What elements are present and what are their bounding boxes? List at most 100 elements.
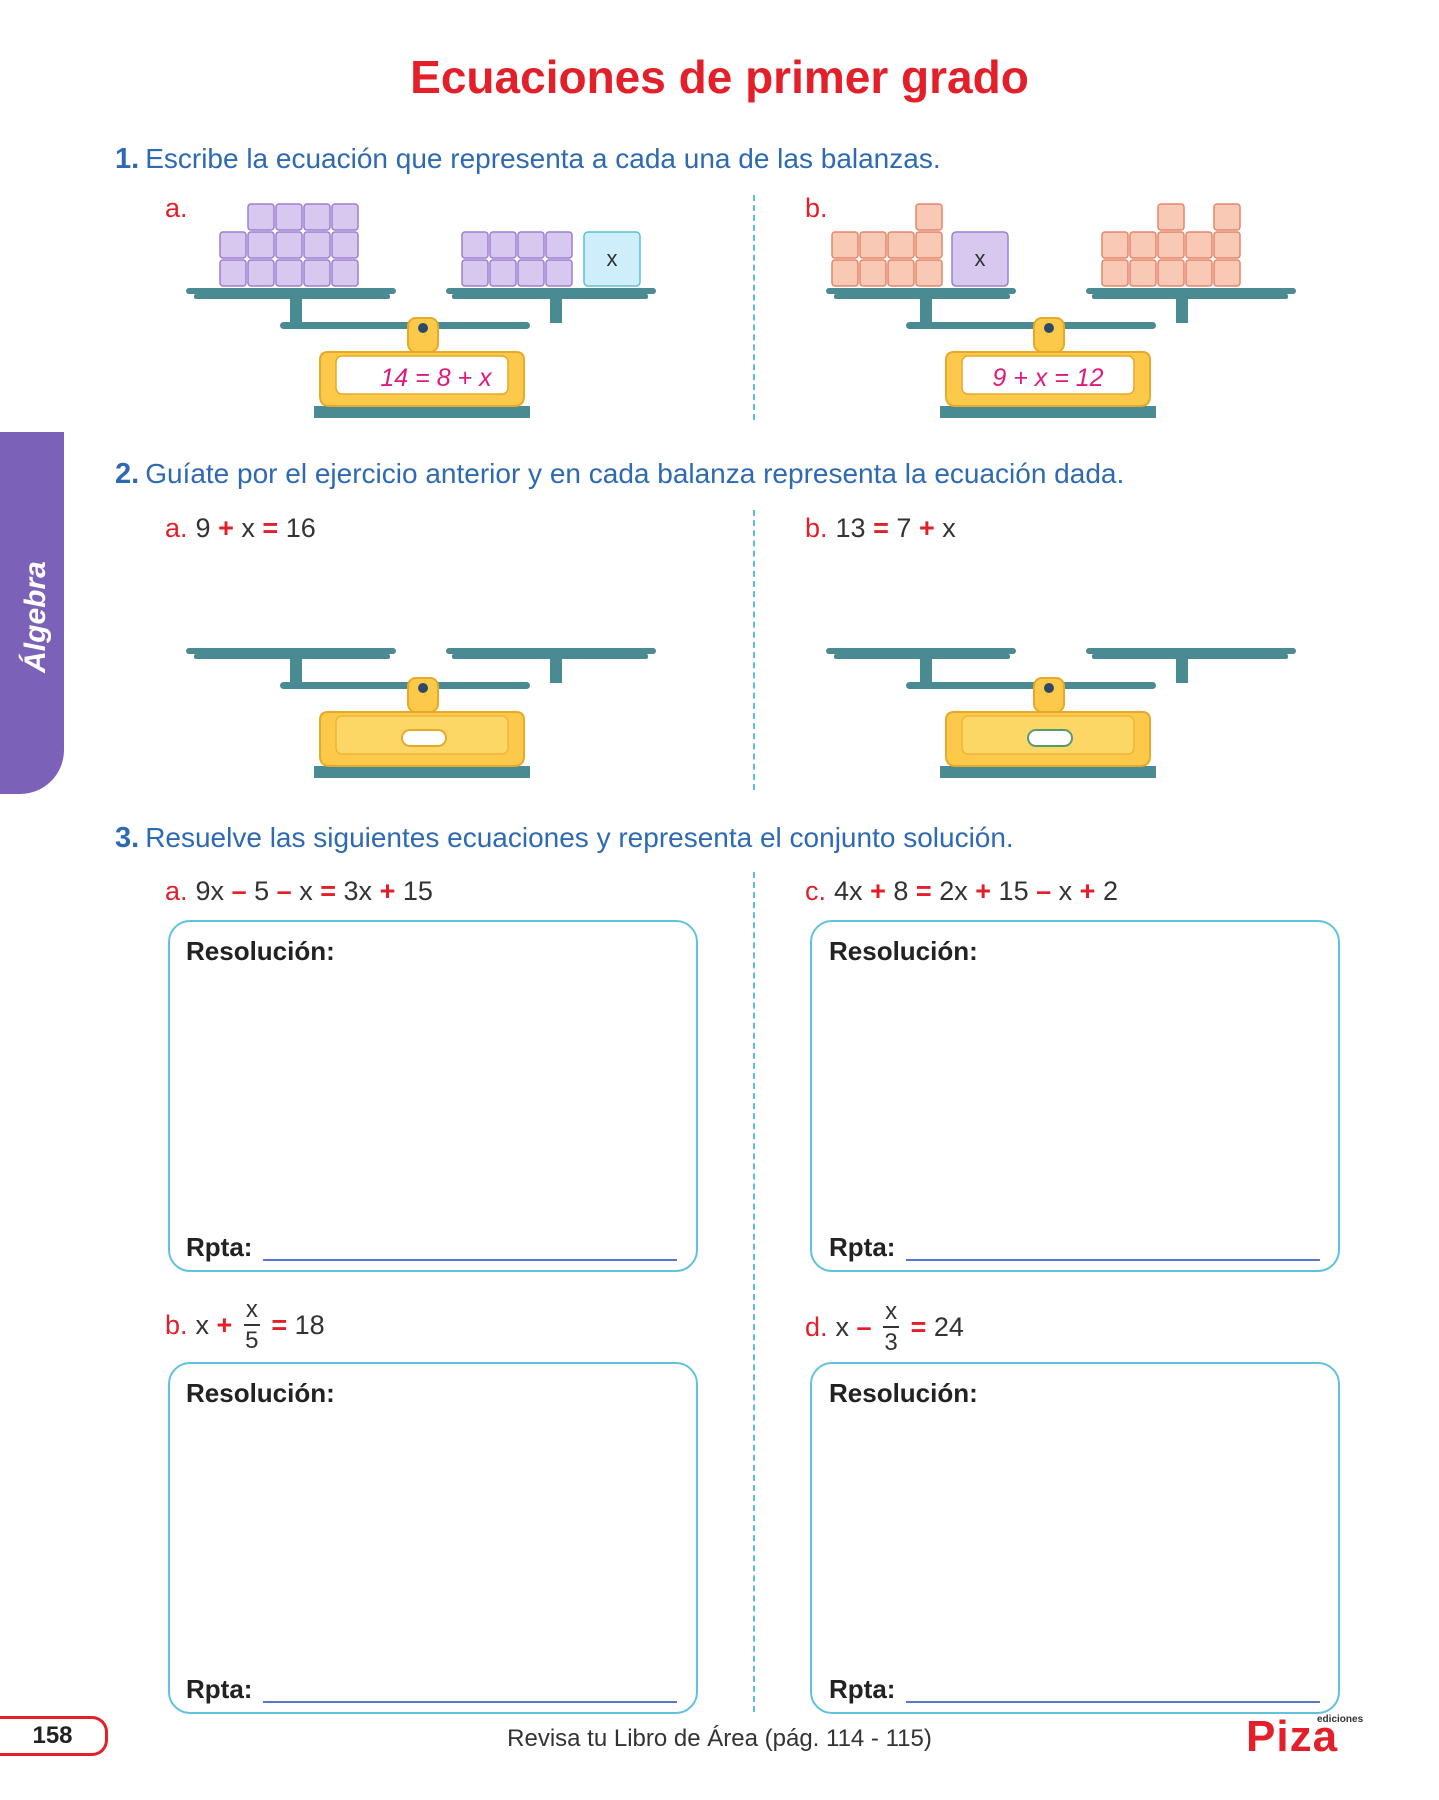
q3c-rpta-line[interactable] <box>906 1259 1320 1261</box>
q3c-label: c. <box>805 876 827 906</box>
q1b-x-block <box>951 231 1009 287</box>
q3a-term: 15 <box>402 876 433 906</box>
q1a-left-blocks <box>219 203 359 287</box>
q3b-answer-box[interactable] <box>168 1362 698 1714</box>
q3d-op: – <box>856 1312 872 1342</box>
q3b-resolution-label: Resolución: <box>186 1378 335 1408</box>
q1b-answer: 9 + x = 12 <box>992 364 1104 392</box>
q3c-op: = <box>915 876 932 906</box>
q3c-term: 8 <box>893 876 909 906</box>
q1a-x-block <box>583 231 641 287</box>
page-title: Ecuaciones de primer grado <box>410 51 1029 103</box>
footer-note: Revisa tu Libro de Área (pág. 114 - 115) <box>507 1725 932 1752</box>
question-3-number: 3. <box>115 822 140 854</box>
q1a-x-label: x <box>606 246 618 271</box>
q1a-scale-body <box>186 288 656 418</box>
q3d-answer-box[interactable] <box>810 1362 1340 1714</box>
q3a-answer-box[interactable] <box>168 920 698 1272</box>
side-tab <box>0 432 64 794</box>
q2a-op: + <box>218 513 234 543</box>
q3a-rpta-label: Rpta: <box>186 1232 253 1262</box>
q3c-op: + <box>870 876 886 906</box>
q3a-term: x <box>299 876 313 906</box>
q3a-op: – <box>231 876 247 906</box>
q3d-resolution-label: Resolución: <box>829 1378 978 1408</box>
q3c-term: 2x <box>939 876 968 906</box>
q3d-term: 24 <box>933 1312 964 1342</box>
q3d-label: d. <box>805 1312 828 1342</box>
question-1-number: 1. <box>115 143 140 175</box>
q2b-equation: b.13 = 7 + x <box>805 513 956 544</box>
q3c-term: 2 <box>1102 876 1118 906</box>
page-number: 158 <box>0 1716 108 1756</box>
question-2-number: 2. <box>115 458 140 490</box>
q3b-term: 18 <box>294 1310 325 1340</box>
question-2-text: Guíate por el ejercicio anterior y en ca… <box>145 458 1125 489</box>
q3a-op: + <box>379 876 396 906</box>
q2b-term: 7 <box>896 513 912 543</box>
q2a-term: 9 <box>195 513 211 543</box>
q2b-empty-scale <box>826 648 1296 778</box>
q1a-label: a. <box>165 193 188 223</box>
q1a-scale <box>186 203 656 418</box>
question-3-heading: 3.Resuelve las siguientes ecuaciones y r… <box>115 822 1014 855</box>
question-3-text: Resuelve las siguientes ecuaciones y rep… <box>145 822 1014 853</box>
q3a-rpta-line[interactable] <box>263 1259 677 1261</box>
q1b-label: b. <box>805 193 828 223</box>
brand-logo: Piza <box>1246 1712 1339 1761</box>
q3a-label: a. <box>165 876 188 906</box>
q3c-rpta-label: Rpta: <box>829 1232 896 1262</box>
q2a-term: x <box>241 513 255 543</box>
q2a-term: 16 <box>285 513 316 543</box>
q3a-term: 3x <box>343 876 373 906</box>
q3c-op: + <box>975 876 992 906</box>
q3b-label: b. <box>165 1310 188 1340</box>
q3a-op: – <box>276 876 292 906</box>
q3c-term: x <box>1058 876 1073 906</box>
q3b-op: + <box>216 1310 233 1340</box>
q3d-term: x <box>835 1312 850 1342</box>
q3a-op: = <box>320 876 337 906</box>
q2a-label: a. <box>165 513 188 543</box>
q1a-answer: 14 = 8 + x <box>380 364 492 392</box>
q3d-rpta-line[interactable] <box>906 1701 1320 1703</box>
q3b-fraction-denominator: 5 <box>245 1327 259 1354</box>
q3a-equation: a.9x – 5 – x = 3x + 15 <box>165 876 433 907</box>
q3c-op: – <box>1036 876 1052 906</box>
q3b-term: x <box>195 1310 210 1340</box>
q1b-left-blocks <box>831 203 943 287</box>
q3d-fraction-denominator: 3 <box>884 1329 898 1356</box>
q1b-scale-body <box>826 288 1296 418</box>
q3d-fraction-numerator: x <box>883 1300 900 1328</box>
q3a-resolution-label: Resolución: <box>186 936 335 966</box>
q3a-term: 9x <box>195 876 225 906</box>
q2a-op: = <box>262 513 279 543</box>
q3d-op: = <box>910 1312 927 1342</box>
q3a-term: 5 <box>254 876 270 906</box>
q3c-term: 15 <box>998 876 1029 906</box>
question-1-text: Escribe la ecuación que representa a cad… <box>145 143 941 174</box>
q1b-right-blocks <box>1101 203 1241 287</box>
q1b-scale-base <box>945 317 1151 407</box>
q3c-resolution-label: Resolución: <box>829 936 978 966</box>
q3c-equation: c.4x + 8 = 2x + 15 – x + 2 <box>805 876 1118 907</box>
divider-q2 <box>753 510 755 790</box>
q3b-rpta-line[interactable] <box>263 1701 677 1703</box>
q1a-scale-base <box>319 317 525 407</box>
divider-q1 <box>753 195 755 420</box>
q3b-fraction-numerator: x <box>243 1298 260 1326</box>
brand-small-label: ediciones <box>1317 1714 1364 1725</box>
q3b-rpta-label: Rpta: <box>186 1674 253 1704</box>
q3c-answer-box[interactable] <box>810 920 1340 1272</box>
q2b-term: 13 <box>835 513 866 543</box>
q1b-scale <box>826 203 1296 418</box>
q3b-op: = <box>271 1310 288 1340</box>
q1a-right-blocks <box>461 231 573 287</box>
q2b-label: b. <box>805 513 828 543</box>
q2b-op: + <box>918 513 935 543</box>
q2a-equation: a.9 + x = 16 <box>165 513 316 544</box>
